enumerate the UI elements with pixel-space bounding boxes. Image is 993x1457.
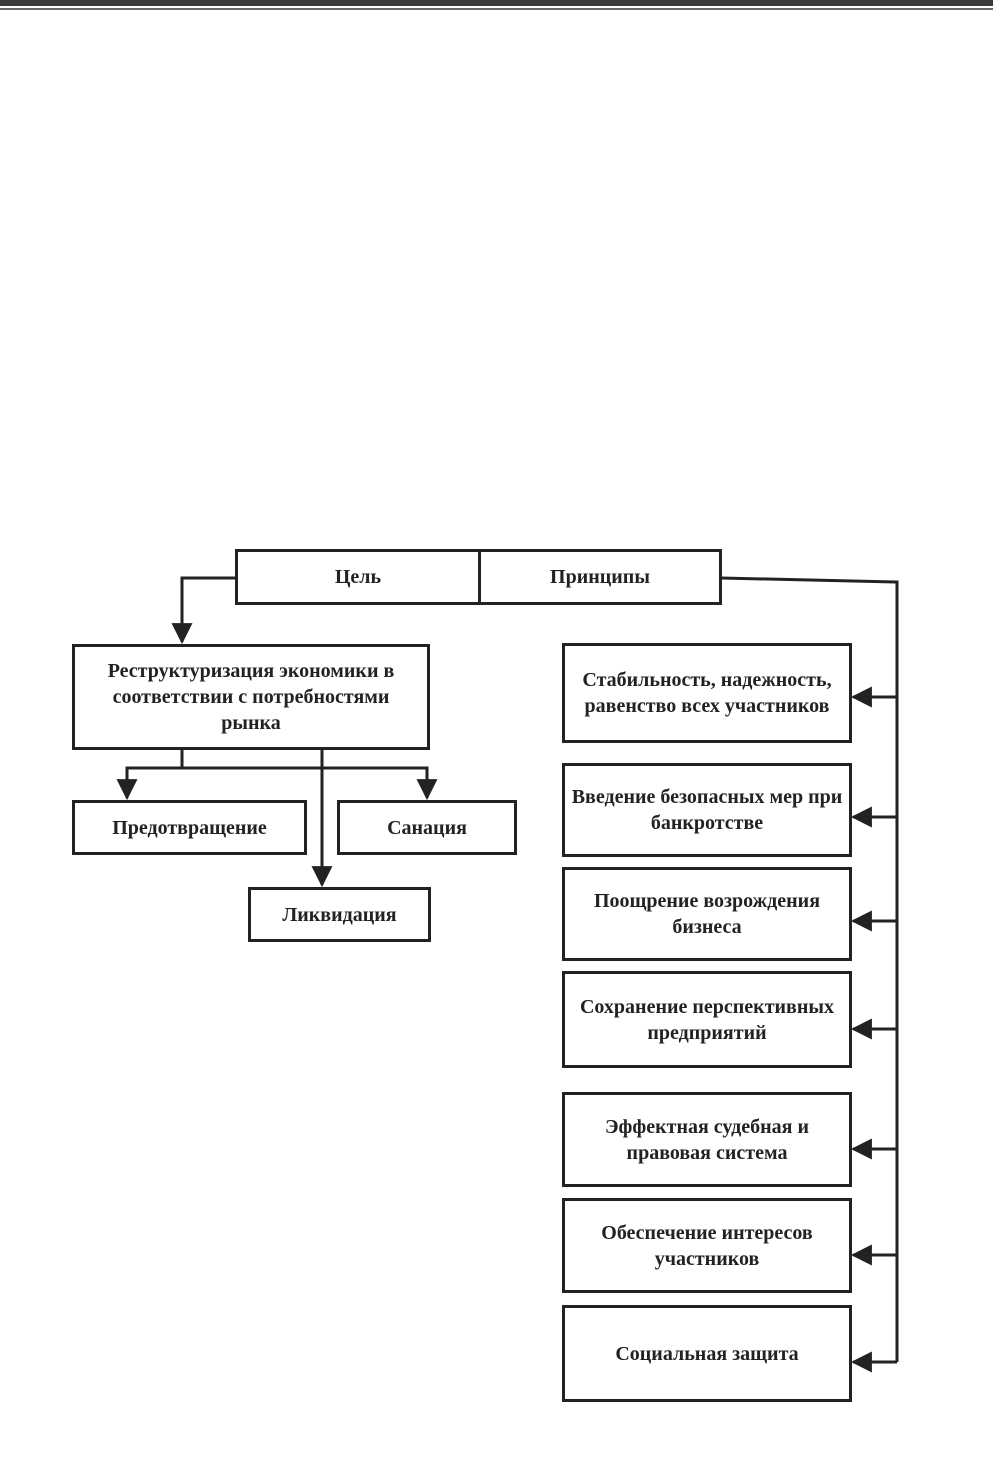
principle-box-3: Поощрение возрождения бизнеса xyxy=(562,867,852,961)
principle-label-7: Социальная защита xyxy=(615,1342,799,1365)
principle-box-5: Эффектная судебная и правовая система xyxy=(562,1092,852,1187)
principle-label-3: Поощрение возрождения бизнеса xyxy=(593,890,821,938)
principle-label-6: Обеспечение интересов участников xyxy=(601,1221,813,1270)
outcome-liquidation-label: Ликвидация xyxy=(282,903,397,926)
principles-header-box: Принципы xyxy=(478,549,722,605)
goal-header-label: Цель xyxy=(334,566,382,588)
top-rule-thin xyxy=(0,8,993,10)
outcome-sanation-label: Санация xyxy=(387,816,467,839)
principle-label-5: Эффектная судебная и правовая система xyxy=(604,1115,810,1164)
top-rule xyxy=(0,0,993,6)
outcome-prevention-label: Предотвращение xyxy=(112,816,267,839)
principles-header-label: Принципы xyxy=(550,566,650,588)
goal-main-label: Реструктуризация экономики в соответстви… xyxy=(107,660,395,734)
principle-box-2: Введение безопасных мер при банкротстве xyxy=(562,763,852,857)
goal-header-box: Цель xyxy=(235,549,481,605)
goal-connector xyxy=(171,576,237,645)
principle-box-7: Социальная защита xyxy=(562,1305,852,1402)
main-to-prevention-connector xyxy=(116,749,184,801)
principle-box-1: Стабильность, надежность, равенство всех… xyxy=(562,643,852,743)
principles-bus-connector xyxy=(720,576,899,1362)
principle-label-2: Введение безопасных мер при банкротстве xyxy=(571,786,843,834)
outcome-prevention-box: Предотвращение xyxy=(72,800,307,855)
principle-label-4: Сохранение перспективных предприятий xyxy=(579,995,834,1044)
principle-box-6: Обеспечение интересов участников xyxy=(562,1198,852,1293)
principle-label-1: Стабильность, надежность, равенство всех… xyxy=(582,669,832,717)
principle-box-4: Сохранение перспективных предприятий xyxy=(562,971,852,1068)
outcome-liquidation-box: Ликвидация xyxy=(248,887,431,942)
main-to-sanation-connector xyxy=(182,766,438,801)
outcome-sanation-box: Санация xyxy=(337,800,517,855)
goal-main-box: Реструктуризация экономики в соответстви… xyxy=(72,644,430,750)
